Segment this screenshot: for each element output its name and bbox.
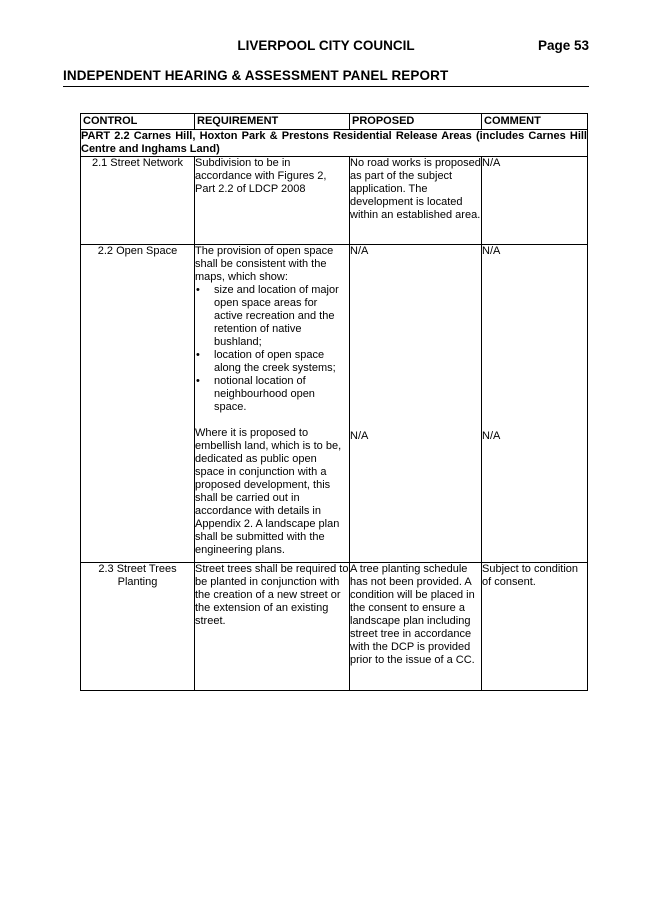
column-header-proposed: PROPOSED: [349, 113, 482, 130]
column-header-requirement: REQUIREMENT: [194, 113, 350, 130]
proposed-cell: No road works is proposed as part of the…: [349, 156, 482, 245]
list-item: • location of open space along the creek…: [195, 349, 349, 375]
requirement-cell: Street trees shall be required to be pla…: [194, 562, 350, 691]
comment-text: N/A: [482, 245, 501, 257]
table-row: 2.2 Open Space The provision of open spa…: [80, 244, 588, 563]
comment-cell: N/A: [481, 156, 588, 245]
requirement-paragraph: Where it is proposed to embellish land, …: [195, 427, 342, 556]
title-rule: [63, 86, 589, 87]
list-item-text: notional location of neighbourhood open …: [214, 375, 315, 413]
page-number: Page 53: [537, 38, 589, 53]
control-cell: 2.2 Open Space: [80, 244, 195, 563]
requirement-cell: Subdivision to be in accordance with Fig…: [194, 156, 350, 245]
requirement-list: • size and location of major open space …: [195, 284, 349, 414]
column-header-comment: COMMENT: [481, 113, 588, 130]
comment-cell: N/A N/A: [481, 244, 588, 563]
control-cell: 2.1 Street Network: [80, 156, 195, 245]
requirement-intro: The provision of open space shall be con…: [195, 245, 334, 283]
part-heading: PART 2.2 Carnes Hill, Hoxton Park & Pres…: [80, 129, 588, 157]
comment-cell: Subject to condition of consent.: [481, 562, 588, 691]
part-heading-row: PART 2.2 Carnes Hill, Hoxton Park & Pres…: [80, 129, 588, 157]
bullet-icon: •: [196, 375, 200, 387]
list-item: • notional location of neighbourhood ope…: [195, 375, 349, 414]
bullet-icon: •: [196, 349, 200, 361]
proposed-cell: N/A N/A: [349, 244, 482, 563]
table-header-row: CONTROL REQUIREMENT PROPOSED COMMENT: [80, 113, 588, 130]
column-header-control: CONTROL: [80, 113, 195, 130]
table-row: 2.1 Street Network Subdivision to be in …: [80, 156, 588, 245]
requirement-cell: The provision of open space shall be con…: [194, 244, 350, 563]
bullet-icon: •: [196, 284, 200, 296]
comment-text: N/A: [482, 430, 501, 442]
proposed-cell: A tree planting schedule has not been pr…: [349, 562, 482, 691]
controls-table: CONTROL REQUIREMENT PROPOSED COMMENT PAR…: [80, 113, 588, 691]
table-row: 2.3 Street Trees Planting Street trees s…: [80, 562, 588, 691]
council-name: LIVERPOOL CITY COUNCIL: [237, 38, 415, 53]
proposed-text: N/A: [350, 430, 369, 442]
proposed-text: N/A: [350, 245, 369, 257]
list-item-text: size and location of major open space ar…: [214, 284, 339, 348]
list-item: • size and location of major open space …: [195, 284, 349, 349]
list-item-text: location of open space along the creek s…: [214, 349, 336, 374]
report-title: INDEPENDENT HEARING & ASSESSMENT PANEL R…: [63, 68, 449, 83]
control-cell: 2.3 Street Trees Planting: [80, 562, 195, 691]
